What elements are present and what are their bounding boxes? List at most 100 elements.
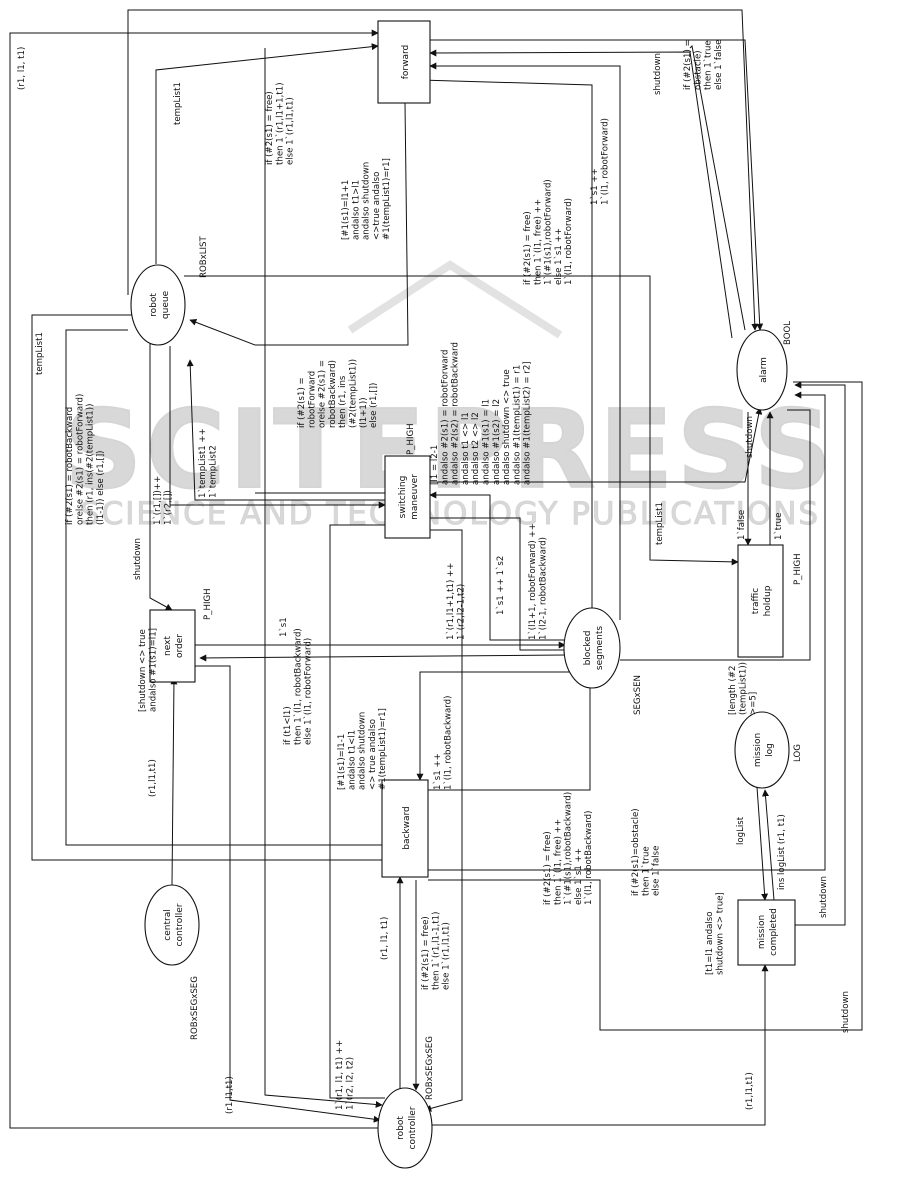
arc-label-line: shutdown [745, 416, 755, 458]
arc [428, 391, 826, 871]
arc-label-length-guard: [length (#2(tempList1))>=5] [728, 662, 759, 715]
robot-controller-label-1: robot [396, 1116, 406, 1140]
transition-traffic-holdup[interactable]: traffic holdup [737, 544, 784, 658]
priority-next-order: P_HIGH [203, 588, 213, 620]
place-robot-controller[interactable]: robot controller [377, 1087, 433, 1169]
arc [756, 786, 769, 901]
blocked-segments-label-1: blocked [583, 631, 593, 666]
arc [169, 346, 386, 509]
arc-label-r1-l1-t1-right: (r1,l1,t1) [745, 1072, 755, 1110]
mission-log-label-2: log [765, 743, 775, 757]
arc-label-line: andalso #1(tempList2) = r2] [523, 361, 533, 485]
arc [329, 524, 385, 1099]
arc [31, 311, 382, 861]
arc-label-back-t: if (t1<l1)then 1`(l1, robotBackward)else… [283, 628, 314, 745]
blocked-segments-label-2: segments [595, 626, 605, 670]
arc-label-ins-loglist: ins logList (r1, t1) [777, 814, 787, 890]
arc-label-line: shutdown [841, 991, 851, 1033]
transition-forward[interactable]: forward [377, 20, 431, 104]
arc-label-line: 1`s1 ++ 1`s2 [495, 556, 506, 615]
arc-label-templist-merge: 1`tempList1 ++1`tempList2 [197, 428, 218, 498]
arc-label-line: [t1=l1 andalso [705, 911, 715, 975]
arc [186, 359, 385, 501]
arc [424, 529, 463, 1112]
arc-label-line: then 1`(r1,l1+1,t1) [274, 82, 285, 165]
transition-next-order[interactable]: next order [149, 609, 196, 683]
place-robot-queue[interactable]: robot queue [130, 264, 186, 346]
place-alarm[interactable]: alarm [736, 329, 788, 411]
arc [430, 517, 571, 654]
arc-label-line: 1`(#1(s1),robotForward) [543, 179, 554, 285]
arc [428, 679, 594, 791]
place-central-controller[interactable]: central controller [144, 884, 200, 966]
robot-controller-label-2: controller [408, 1106, 418, 1149]
arc-label-line: else 1`(l1, robotForward) [303, 638, 314, 745]
arc-label-line: [length (#2 [728, 666, 738, 716]
arc-label-r1-l1-t1-left: (r1,l1,t1) [225, 1076, 235, 1114]
arc-label-line: obstacle) [693, 50, 703, 90]
place-mission-log[interactable]: mission log [734, 711, 790, 789]
place-blocked-segments[interactable]: blocked segments [563, 607, 621, 689]
arc-label-line: 1`(#1(s1),robotBackward) [563, 792, 574, 905]
arc-label-line: if (t1<l1) [283, 706, 293, 745]
arc [264, 48, 383, 1108]
arc [149, 340, 173, 611]
arc [428, 381, 863, 1031]
arc-label-back-blocked: if (#2(s1) = free)then 1`(l1, free) ++1`… [543, 792, 594, 905]
arc-label-line: 1`(r1,l1+1,t1) ++ [445, 563, 456, 640]
arc-label-line: <> true andalso [368, 719, 378, 790]
arc [65, 329, 382, 846]
arc-label-line: orelse #2(s1) = [318, 360, 328, 428]
arc-label-line: then 1`true [640, 846, 651, 896]
backward-label: backward [402, 806, 412, 850]
arc [428, 407, 763, 483]
arc-label-line: >=5] [749, 692, 759, 715]
arc-label-line: (#2(tempList1)) [349, 359, 359, 428]
arc-label-shutdown-left: shutdown [133, 538, 143, 580]
arc-label-line: <>true andalso [372, 172, 382, 240]
arc-label-line: 1`(r1, l1, t1) ++ [334, 1040, 345, 1110]
transition-switching-maneuver[interactable]: switching maneuver [384, 455, 431, 539]
arc-label-line: if (#2(s1) = [297, 377, 307, 428]
arc-label-line: [l1 = l2-1 [430, 445, 440, 485]
arc-label-line: else 1`false [713, 40, 724, 90]
arc-label-line: else 1`s1 ++ [553, 228, 564, 285]
arc-label-line: else 1`(r1,l1,t1) [441, 922, 452, 990]
arc-label-line: shutdown [133, 538, 143, 580]
arc-label-s1-robotbackward: 1`s1 ++1`(l1, robotBackward) [432, 696, 453, 790]
arc [170, 677, 178, 886]
forward-label: forward [401, 45, 411, 80]
arc-label-true-tok: 1`true [773, 513, 784, 540]
arc-label-line: 1`(r2,[]) [162, 490, 173, 525]
arc-label-line: (r1, l1, t1) [17, 47, 27, 90]
central-controller-label-2: controller [175, 903, 185, 946]
arc-label-line: else 1`(r1,l1,t1) [285, 97, 296, 165]
arc [762, 789, 775, 901]
arc-label-back-free: if (#2(s1) = free)then 1`(r1,l1-1,t1)els… [421, 912, 452, 990]
arc-label-line: 1`(l1, robotBackward) [442, 696, 453, 790]
colorset-robxsegxseg-right: ROBxSEGxSEG [425, 1036, 435, 1100]
transition-mission-completed[interactable]: mission completed [737, 899, 796, 966]
arc-label-line: andalso shutdown <> true [502, 369, 512, 485]
arc [416, 671, 580, 781]
arc-label-line: andalso #1(s1) = l1 [482, 399, 492, 485]
transition-backward[interactable]: backward [381, 779, 429, 878]
arc-label-line: then (r1, ins(#2(tempList1)) [86, 404, 96, 525]
arc-label-line: [#1(s1)=l1+1 [341, 180, 351, 240]
colorset-log: LOG [793, 744, 803, 762]
arc-label-loglist: logList [736, 816, 746, 845]
arc-label-line: (r1,l1,t1) [225, 1076, 235, 1114]
arc-label-line: andalso shutdown [358, 712, 368, 790]
arc-label-line: logList [736, 816, 746, 845]
arc-label-line: then 1`(l1, free) ++ [532, 199, 543, 285]
arc-label-r-empty: 1`(r1,[])++1`(r2,[]) [152, 476, 173, 525]
arc-label-s1-s2: 1`s1 ++ 1`s2 [495, 556, 506, 615]
arc-label-line: if (#2(s1) = [683, 39, 693, 90]
watermark-subtitle: SCIENCE AND TECHNOLOGY PUBLICATIONS [80, 496, 820, 532]
arc-label-line: 1`s1 ++ [432, 753, 443, 790]
next-order-label-2: order [175, 634, 185, 658]
